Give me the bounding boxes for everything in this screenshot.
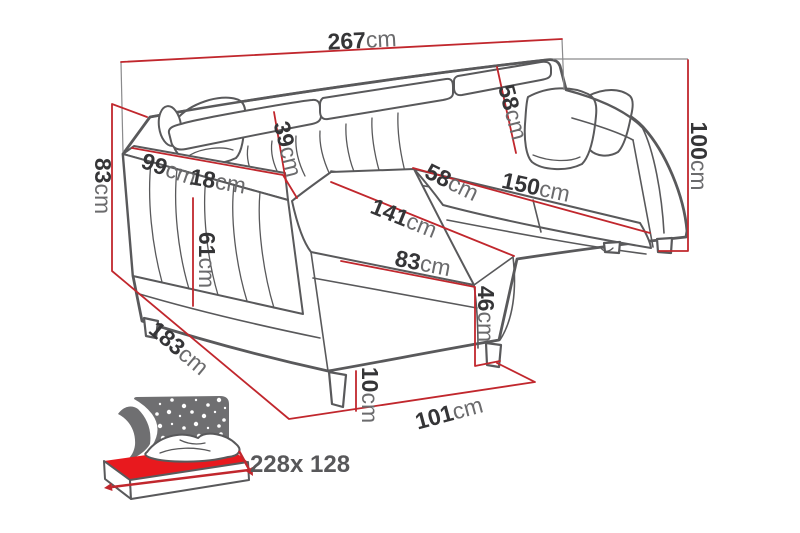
armrest-channels — [148, 161, 275, 309]
label-chaise-width: 83cm — [393, 245, 453, 281]
dim-line-armrest — [131, 147, 298, 199]
dim-line-seat — [412, 167, 651, 234]
bed-dimension-arrows — [104, 450, 253, 491]
label-total-width: 267cm — [327, 25, 397, 55]
label-armrest-height: 61cm — [194, 232, 220, 288]
night-sky-crescent-icon — [118, 406, 151, 462]
label-back-height-left: 83cm — [90, 158, 116, 214]
dim-line-chaise-length — [330, 181, 515, 257]
dimension-lines — [111, 38, 689, 420]
right-seat-cushions — [413, 168, 652, 249]
label-seat-height: 46cm — [473, 286, 499, 342]
right-front-pillow — [523, 87, 598, 170]
headrest-right — [453, 60, 552, 97]
dim-line-left-height-and-floor — [111, 103, 536, 420]
label-total-height: 100cm — [686, 121, 712, 190]
label-sleeping-area: 228x 128 — [250, 451, 350, 478]
sofa-bed-icon: 228x 128 — [103, 396, 350, 500]
label-leg-height: 10cm — [357, 367, 383, 423]
dim-line-backrest-depth — [273, 111, 287, 183]
headrest-left — [167, 98, 322, 151]
label-armrest-thickness: 18cm — [188, 163, 248, 198]
bed-base-front — [129, 461, 250, 500]
headrest-middle — [319, 77, 454, 121]
label-seat-width: 150cm — [500, 167, 573, 207]
dim-line-total-height — [658, 59, 689, 252]
dim-line-total-width — [120, 38, 563, 63]
sofa-drawing — [121, 58, 689, 409]
left-armrest-face — [122, 153, 304, 315]
sofa-legs — [142, 236, 674, 409]
cushion-split-line — [532, 199, 542, 233]
chaise-seat — [291, 168, 475, 286]
dim-line-chaise-width-seat-height — [340, 260, 501, 367]
dim-line-headrest-height — [496, 66, 517, 154]
